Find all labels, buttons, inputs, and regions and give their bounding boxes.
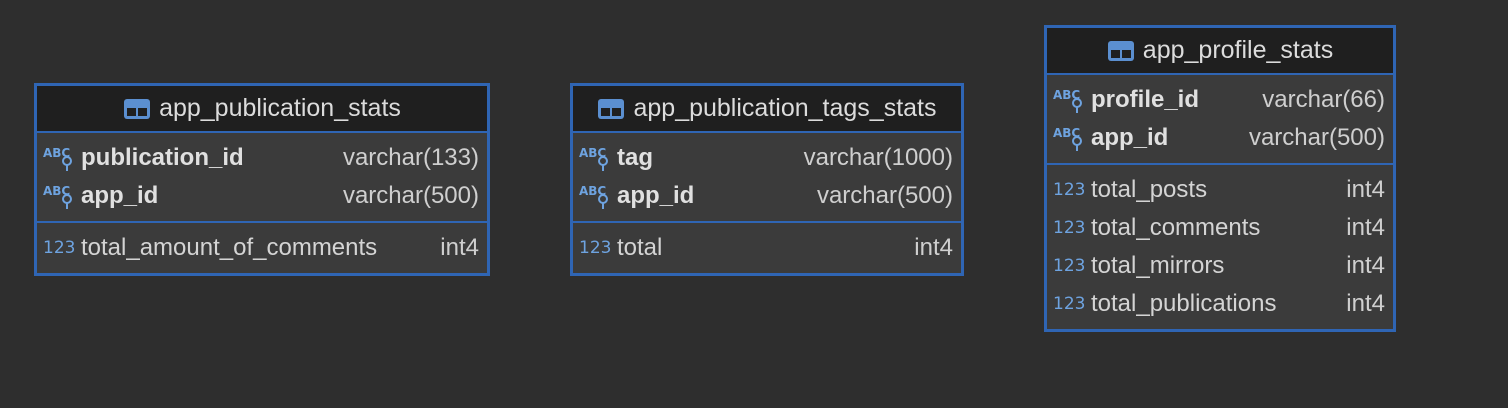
column-name: total_posts <box>1091 176 1208 203</box>
column-row[interactable]: 123 total_comments int4 <box>1047 209 1393 247</box>
svg-text:ABC: ABC <box>1053 88 1080 102</box>
entity-title: app_profile_stats <box>1142 36 1334 64</box>
string-key-icon: ABC <box>43 146 72 171</box>
string-key-icon: ABC <box>43 184 72 209</box>
key-section: ABC profile_id varchar(66) ABC app_id va… <box>1047 75 1393 163</box>
attribute-section: 123 total_posts int4 123 total_comments … <box>1047 163 1393 329</box>
numeric-icon: 123 <box>1053 218 1086 238</box>
column-type: varchar(1000) <box>803 144 953 171</box>
column-name: total_mirrors <box>1091 252 1225 279</box>
column-name: total_comments <box>1091 214 1261 241</box>
string-key-icon: ABC <box>1053 126 1082 151</box>
column-name: total_amount_of_comments <box>81 234 378 261</box>
numeric-icon: 123 <box>579 238 612 258</box>
column-name: app_id <box>81 182 159 209</box>
column-type: varchar(133) <box>342 144 479 171</box>
column-type: varchar(500) <box>816 182 953 209</box>
svg-text:ABC: ABC <box>579 184 606 198</box>
column-row[interactable]: 123 total_mirrors int4 <box>1047 247 1393 285</box>
table-icon <box>124 98 151 119</box>
column-row[interactable]: 123 total_posts int4 <box>1047 171 1393 209</box>
svg-text:ABC: ABC <box>43 184 70 198</box>
key-section: ABC tag varchar(1000) ABC app_id varchar… <box>573 133 961 221</box>
column-type: int4 <box>914 234 953 261</box>
column-name: profile_id <box>1091 86 1200 113</box>
column-name: tag <box>617 144 653 171</box>
column-row[interactable]: ABC publication_id varchar(133) <box>37 139 487 177</box>
column-type: int4 <box>1346 252 1385 279</box>
string-key-icon: ABC <box>579 184 608 209</box>
column-type: varchar(500) <box>1248 124 1385 151</box>
numeric-icon: 123 <box>1053 256 1086 276</box>
column-name: total_publications <box>1091 290 1277 317</box>
column-row[interactable]: ABC app_id varchar(500) <box>37 177 487 215</box>
column-type: int4 <box>1346 214 1385 241</box>
entity-header: app_profile_stats <box>1047 28 1393 75</box>
numeric-icon: 123 <box>43 238 76 258</box>
attribute-section: 123 total int4 <box>573 221 961 273</box>
column-type: int4 <box>440 234 479 261</box>
table-icon <box>1107 40 1134 61</box>
string-key-icon: ABC <box>579 146 608 171</box>
column-row[interactable]: ABC profile_id varchar(66) <box>1047 81 1393 119</box>
column-type: varchar(500) <box>342 182 479 209</box>
entity-app-publication-tags-stats[interactable]: app_publication_tags_stats ABC tag varch… <box>570 83 964 276</box>
entity-title: app_publication_stats <box>159 94 401 122</box>
entity-title: app_publication_tags_stats <box>633 94 937 122</box>
attribute-section: 123 total_amount_of_comments int4 <box>37 221 487 273</box>
column-type: int4 <box>1346 176 1385 203</box>
entity-header: app_publication_tags_stats <box>573 86 961 133</box>
table-icon <box>598 98 625 119</box>
string-key-icon: ABC <box>1053 88 1082 113</box>
column-row[interactable]: ABC app_id varchar(500) <box>573 177 961 215</box>
column-name: app_id <box>1091 124 1169 151</box>
numeric-icon: 123 <box>1053 294 1086 314</box>
column-name: publication_id <box>81 144 244 171</box>
column-row[interactable]: 123 total int4 <box>573 229 961 267</box>
svg-text:ABC: ABC <box>43 146 70 160</box>
numeric-icon: 123 <box>1053 180 1086 200</box>
column-type: int4 <box>1346 290 1385 317</box>
entity-app-publication-stats[interactable]: app_publication_stats ABC publication_id… <box>34 83 490 276</box>
column-type: varchar(66) <box>1262 86 1385 113</box>
column-name: app_id <box>617 182 695 209</box>
key-section: ABC publication_id varchar(133) ABC app_… <box>37 133 487 221</box>
entity-app-profile-stats[interactable]: app_profile_stats ABC profile_id varchar… <box>1044 25 1396 332</box>
column-name: total <box>617 234 663 261</box>
column-row[interactable]: ABC tag varchar(1000) <box>573 139 961 177</box>
svg-text:ABC: ABC <box>579 146 606 160</box>
column-row[interactable]: 123 total_amount_of_comments int4 <box>37 229 487 267</box>
column-row[interactable]: ABC app_id varchar(500) <box>1047 119 1393 157</box>
svg-text:ABC: ABC <box>1053 126 1080 140</box>
column-row[interactable]: 123 total_publications int4 <box>1047 285 1393 323</box>
entity-header: app_publication_stats <box>37 86 487 133</box>
